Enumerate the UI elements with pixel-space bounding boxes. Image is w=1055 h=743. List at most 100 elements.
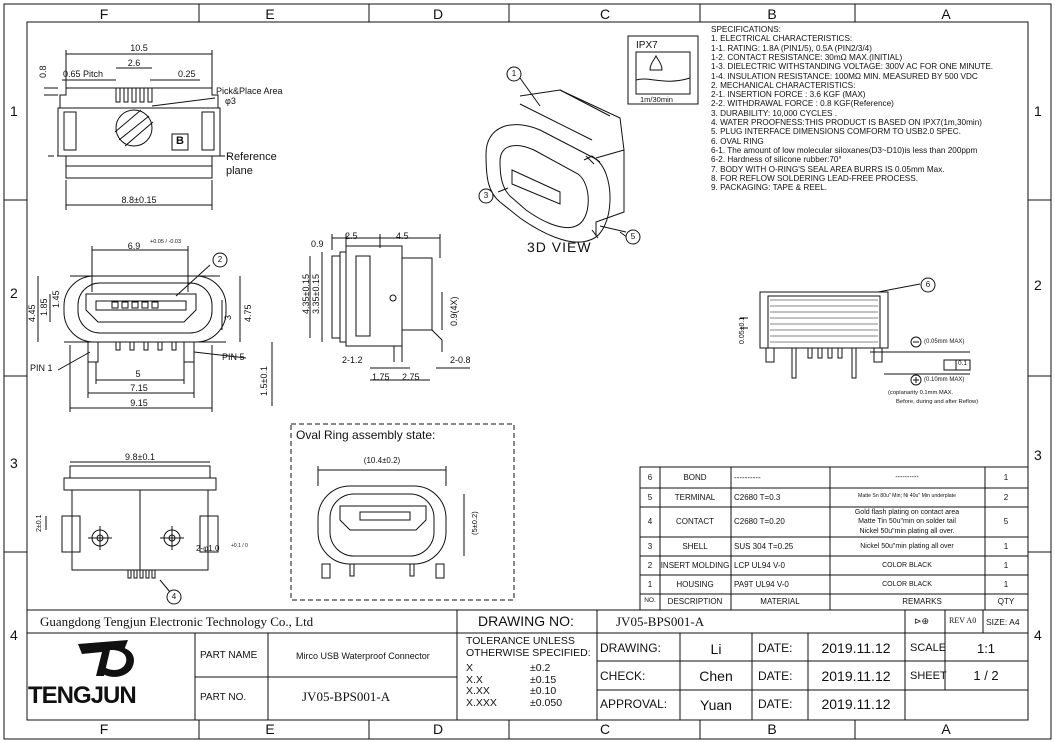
front-view	[37, 246, 273, 412]
zone-row-label: 3	[10, 455, 18, 471]
tolerance-format: X	[466, 662, 474, 674]
zone-row-label: 2	[1034, 277, 1042, 293]
spec-line: 6-1. The amount of low molecular siloxan…	[711, 145, 978, 155]
spec-line: 9. PACKAGING: TAPE & REEL.	[711, 183, 828, 193]
tolerance-title: TOLERANCE UNLESS	[466, 635, 575, 647]
dim-0-8: 0.8	[38, 65, 48, 78]
dim-pitch: 0.65 Pitch	[63, 69, 104, 79]
spec-line: 6-2. Hardness of silicone rubber:70°	[711, 155, 842, 165]
drawn-by: Li	[710, 641, 722, 657]
bom-material: ----------	[734, 472, 761, 482]
bom-remarks: Matte Tin 50u"min on solder tail	[858, 518, 956, 526]
bom-remarks: Nickel 50u"min plating all over.	[859, 527, 955, 535]
bom-qty: 2	[1003, 492, 1009, 502]
bom-header: NO.	[644, 597, 656, 604]
title-block-grid	[27, 609, 1028, 720]
pick-place-diameter: φ3	[225, 96, 236, 106]
dim-2: 2±0.1	[36, 514, 43, 532]
spec-line: 6. OVAL RING	[711, 136, 764, 146]
flatness-view	[740, 283, 971, 386]
check-label: CHECK:	[600, 669, 646, 683]
pin5-label: PIN 5	[222, 352, 245, 362]
zone-col-label: B	[767, 721, 777, 737]
dim-2-1-2: 2-1.2	[342, 355, 363, 365]
scale-value: 1:1	[976, 641, 996, 656]
dim-0-9: 0.9	[311, 239, 324, 249]
tolerance-value: ±0.2	[530, 662, 551, 674]
tolerance-value: ±0.050	[530, 696, 563, 709]
balloon-6	[920, 277, 936, 293]
spec-line: 2. MECHANICAL CHARACTERISTICS:	[711, 80, 856, 90]
dim-3: 3	[223, 314, 233, 320]
3d-view	[485, 77, 629, 243]
tengjun-logo	[78, 640, 134, 677]
dim-0-05: 0.05±0.1	[739, 316, 746, 344]
bom-description: BOND	[683, 472, 707, 482]
dim-0-9-4x: 0.9(4X)	[449, 296, 459, 326]
ipx7-badge	[627, 35, 699, 105]
revision: REV A0	[949, 616, 977, 625]
bom-no: 3	[647, 541, 653, 551]
bom-no: 5	[647, 492, 653, 502]
side-view	[309, 234, 470, 381]
company-name: Guangdong Tengjun Electronic Technology …	[40, 614, 314, 629]
tolerance-value: ±0.10	[530, 685, 557, 697]
coplanarity-note: (coplanarity 0.1mm MAX.	[888, 390, 954, 396]
date-label: DATE:	[758, 641, 793, 655]
dim-4-35: 4.35±0.15	[301, 274, 311, 314]
bom-qty: 1	[1003, 541, 1009, 551]
balloon-label: 5	[630, 232, 636, 241]
dim-7-15: 7.15	[130, 383, 148, 393]
bom-header: REMARKS	[902, 597, 942, 606]
spec-line: 1-4. INSULATION RESISTANCE: 100MΩ MIN. M…	[711, 71, 978, 81]
dim-4-75: 4.75	[243, 304, 253, 322]
top-pins	[115, 87, 153, 103]
zone-col-label: D	[432, 721, 444, 737]
logo-wordmark: TENGJUN	[28, 682, 137, 709]
balloon-3	[478, 188, 494, 204]
dim-2-6: 2.6	[127, 58, 141, 68]
zone-col-label: A	[941, 6, 951, 22]
dim-6-9-tolerance: +0.05 / -0.03	[150, 239, 182, 245]
checked-by: Chen	[699, 668, 733, 684]
sheet-size: SIZE: A4	[986, 617, 1020, 627]
dim-8-8: 8.8±0.15	[121, 195, 157, 205]
spec-line: 1-3. DIELECTRIC WITHSTANDING VOLTAGE: 30…	[711, 62, 994, 72]
spec-line: SPECIFICATIONS:	[711, 25, 781, 34]
zone-col-label: C	[599, 721, 611, 737]
spec-line: 5. PLUG INTERFACE DIMENSIONS COMFORM TO …	[711, 127, 961, 137]
date-label: DATE:	[758, 697, 793, 711]
pick-place-area	[115, 109, 153, 147]
part-name: Mirco USB Waterproof Connector	[296, 651, 430, 661]
bom-material: LCP UL94 V-0	[734, 560, 785, 570]
zone-col-label: E	[265, 721, 275, 737]
bom-description: SHELL	[682, 541, 708, 551]
balloon-1	[506, 66, 522, 82]
dim-2-75: 2.75	[402, 372, 420, 382]
scale-label: SCALE	[910, 642, 947, 654]
spec-line: 1-1. RATING: 1.8A (PIN1/5), 0.5A (PIN2/3…	[711, 43, 872, 53]
bom-description: INSERT MOLDING	[660, 560, 730, 570]
bom-no: 6	[647, 472, 653, 482]
bom-material: SUS 304 T=0.25	[734, 541, 794, 551]
zone-col-label: D	[432, 6, 444, 22]
dim-2-5: 2.5	[345, 231, 358, 241]
tolerance-title: OTHERWISE SPECIFIED:	[466, 647, 591, 659]
sheet-label: SHEET	[910, 670, 947, 682]
bom-remarks: ----------	[895, 473, 919, 481]
check-date: 2019.11.12	[821, 668, 891, 684]
dim-9-15: 9.15	[130, 398, 148, 408]
front-pins	[111, 301, 159, 309]
drawing-no-label: DRAWING NO:	[478, 613, 574, 629]
oval-ring-dim-height: (5±0.2)	[470, 511, 479, 535]
3d-view-label: 3D VIEW	[527, 239, 592, 255]
zone-col-label: F	[99, 6, 109, 22]
bom-description: HOUSING	[676, 579, 714, 589]
bom-material: C2680 T=0.20	[734, 517, 785, 526]
bom-remarks: Matte Sn 80u" Min; Ni 40u" Min underplat…	[858, 492, 956, 499]
balloon-label: 1	[511, 69, 517, 78]
tolerance-format: X.X	[466, 673, 483, 686]
date-label: DATE:	[758, 669, 793, 683]
outer-border	[3, 3, 1052, 740]
